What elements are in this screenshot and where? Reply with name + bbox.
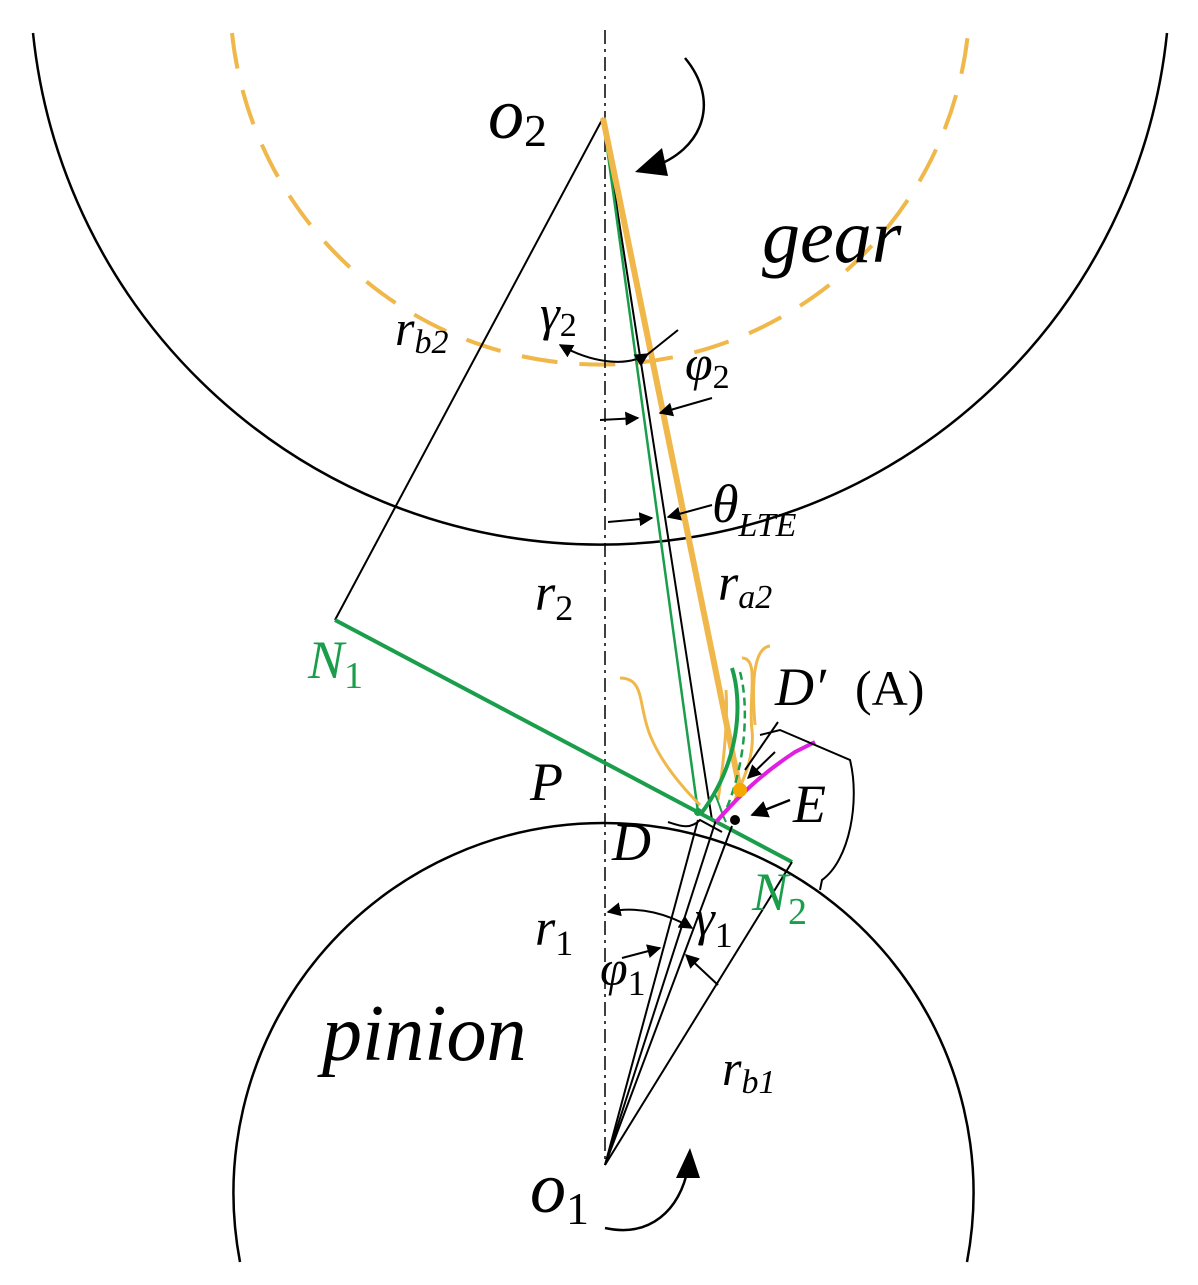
radius-rb2-line: [334, 117, 604, 621]
label-r1: r1: [535, 900, 573, 963]
label-phi1: φ1: [600, 940, 646, 1003]
pinion-tooth-profile: [698, 667, 740, 817]
gear-circle: [31, 32, 1169, 546]
label-gamma1: γ1: [695, 890, 733, 955]
label-n1: N1: [307, 630, 363, 697]
radius-ra2-line: [600, 117, 743, 791]
label-a: (A): [855, 660, 924, 716]
label-dprime: D′: [774, 657, 827, 717]
label-d: D: [611, 812, 651, 872]
contact-bracket: [759, 728, 855, 891]
label-p: P: [529, 752, 563, 812]
label-n2: N2: [751, 862, 807, 933]
label-gamma2: γ2: [540, 285, 577, 344]
gear-tooth-profile: [619, 676, 702, 807]
pinion-circle: [232, 821, 975, 1263]
label-o1: o1: [530, 1148, 589, 1234]
label-rb2: rb2: [395, 300, 448, 361]
label-e: E: [792, 774, 826, 834]
d-bracket: [667, 818, 723, 833]
label-rb1: rb1: [722, 1040, 775, 1101]
radius-rb1-line: [604, 861, 793, 1166]
phi2-arrow-left: [599, 411, 640, 426]
gamma2-arc: [558, 344, 650, 367]
label-pinion: pinion: [317, 990, 526, 1078]
label-theta-lte: θLTE: [712, 474, 797, 544]
label-phi2: φ2: [685, 335, 730, 396]
label-ra2: ra2: [718, 555, 772, 616]
point-a-marker: [733, 783, 747, 797]
phi1-arrow-left: [621, 944, 662, 959]
e-arrow: [750, 798, 791, 818]
gear-rotation-arrow: [649, 57, 706, 170]
label-r2: r2: [535, 565, 573, 628]
contact-path: [714, 740, 816, 824]
theta-arrow-left: [607, 512, 654, 527]
theta-arrow-right: [666, 504, 713, 521]
phi2-arrow-right: [658, 397, 713, 417]
label-o2: o2: [488, 74, 547, 156]
pinion-rotation-arrow: [604, 1167, 690, 1232]
gamma1-arc: [606, 902, 694, 929]
label-gear: gear: [762, 195, 902, 279]
dprime-leader: [744, 721, 779, 771]
point-e-marker: [730, 815, 740, 825]
phi1-arrow-right: [684, 954, 719, 986]
